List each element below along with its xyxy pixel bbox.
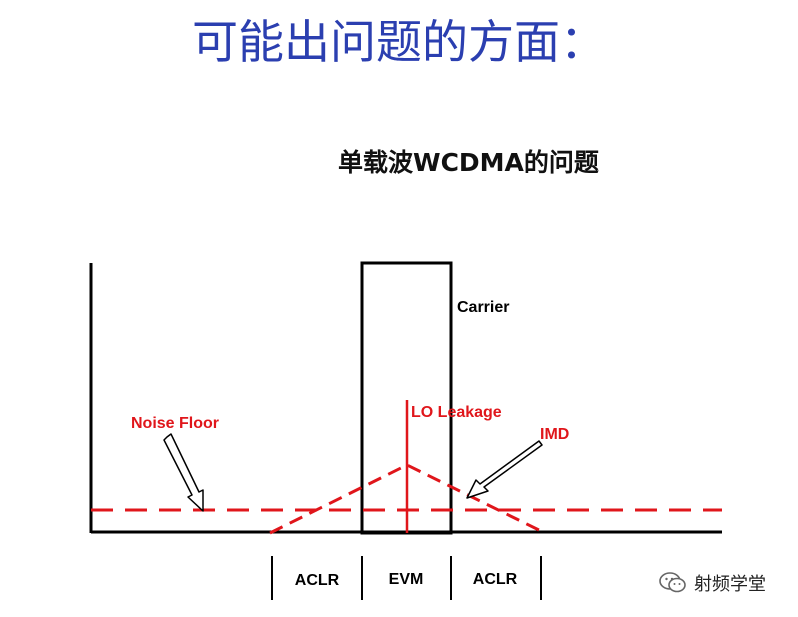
noise-floor-arrow	[163, 433, 204, 512]
diagram-subtitle: 单载波WCDMA的问题	[338, 148, 599, 177]
watermark: 射频学堂	[658, 570, 766, 596]
imd-arrow	[466, 440, 543, 499]
page-title: 可能出问题的方面：	[192, 15, 606, 69]
region-label-aclr-left: ACLR	[295, 572, 340, 589]
lo-leakage-label: LO Leakage	[411, 404, 502, 421]
imd-label: IMD	[540, 426, 569, 443]
region-label-evm: EVM	[389, 571, 424, 588]
wechat-icon	[659, 572, 686, 593]
carrier-label: Carrier	[457, 299, 509, 316]
watermark-text: 射频学堂	[694, 574, 766, 595]
noise-floor-label: Noise Floor	[131, 415, 219, 432]
region-label-aclr-right: ACLR	[473, 571, 518, 588]
